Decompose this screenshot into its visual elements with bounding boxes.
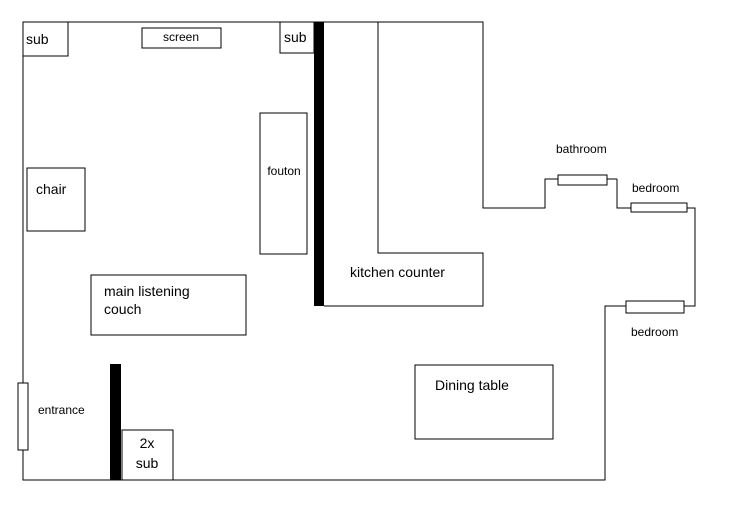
sub-left-label: sub <box>26 31 49 47</box>
screen-box <box>141 27 222 49</box>
screen-label: screen <box>163 30 199 44</box>
sub-2x-label-line1: 2x <box>140 435 155 451</box>
lower-right-wall <box>22 305 626 481</box>
entrance-door[interactable] <box>17 382 29 451</box>
fouton-label: fouton <box>267 164 300 178</box>
main-couch-box <box>90 274 247 336</box>
bedroom-wall <box>616 179 631 209</box>
dining-table-label: Dining table <box>435 377 509 393</box>
dining-table-box <box>414 364 554 440</box>
bedroom-door-upper[interactable] <box>630 202 688 213</box>
main-couch-label-line1: main listening <box>104 283 190 299</box>
chair-label: chair <box>36 181 67 197</box>
bathroom-door[interactable] <box>557 174 608 186</box>
sub-2x-label-line2: sub <box>136 455 159 471</box>
outer-wall <box>23 21 558 209</box>
chair-box <box>26 167 86 232</box>
sub-right-box <box>279 21 315 54</box>
bedroom-lower-label: bedroom <box>631 325 678 339</box>
partition-wall-center <box>314 22 324 306</box>
entrance-label: entrance <box>38 403 85 417</box>
bedroom-door-lower[interactable] <box>625 300 685 314</box>
sub-left-box <box>22 21 69 57</box>
kitchen-outline <box>324 22 484 307</box>
fouton-box <box>259 112 308 255</box>
kitchen-counter-label: kitchen counter <box>350 264 445 280</box>
bathroom-label: bathroom <box>556 142 607 156</box>
sub-right-label: sub <box>284 29 307 45</box>
bedroom-upper-label: bedroom <box>632 181 679 195</box>
right-wall <box>684 207 696 307</box>
sub-2x-box <box>121 429 174 481</box>
partition-wall-bottom <box>110 364 121 480</box>
main-couch-label-line2: couch <box>104 301 141 317</box>
